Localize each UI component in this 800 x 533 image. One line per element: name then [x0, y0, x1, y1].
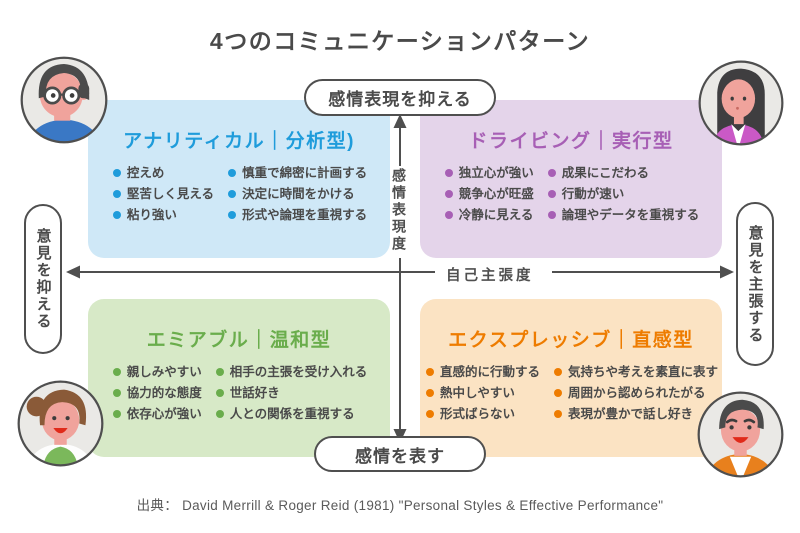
bullet-dot-icon — [112, 190, 121, 198]
trait-label: 人との関係を重視する — [229, 407, 355, 421]
quadrant-driving: ドライビング｜実行型 独立心が強い 競争心が旺盛 冷静に見える 成果にこだわる … — [420, 100, 722, 258]
trait-label: 成果にこだわる — [561, 166, 650, 180]
trait-label: 相手の主張を受け入れる — [229, 365, 368, 379]
trait-item: 堅苦しく見える — [112, 187, 215, 201]
trait-item: 成果にこだわる — [547, 166, 700, 180]
bullet-dot-icon — [228, 190, 237, 198]
bullet-dot-icon — [112, 211, 121, 219]
bullet-dot-icon — [547, 169, 556, 177]
trait-label: 冷静に見える — [458, 208, 534, 222]
quadrant-expressive-title: エクスプレッシブ｜直感型 — [448, 330, 694, 351]
bullet-dot-icon — [554, 410, 562, 418]
trait-item: 親しみやすい — [112, 365, 202, 379]
quadrant-amiable: エミアブル｜温和型 親しみやすい 協力的な態度 依存心が強い 相手の主張を受け入… — [88, 299, 390, 457]
bullet-dot-icon — [554, 368, 562, 376]
bullet-dot-icon — [112, 389, 121, 397]
trait-item: 気持ちや考えを素直に表す — [554, 365, 718, 379]
trait-label: 堅苦しく見える — [126, 187, 215, 201]
bullet-dot-icon — [425, 368, 434, 376]
page-title: 4つのコミュニケーションパターン — [209, 28, 591, 54]
quadrant-driving-title: ドライビング｜実行型 — [468, 131, 674, 152]
trait-item: 直感的に行動する — [425, 365, 540, 379]
trait-label: 粘り強い — [126, 208, 177, 222]
trait-item: 慎重で綿密に計画する — [228, 166, 367, 180]
trait-item: 決定に時間をかける — [228, 187, 367, 201]
axis-bubble-suppress-opinion: 意見を抑える — [24, 204, 62, 354]
bullet-dot-icon — [554, 389, 562, 397]
trait-item: 依存心が強い — [112, 407, 202, 421]
trait-label: 控えめ — [126, 166, 165, 180]
avatar-analytical-man-glasses — [19, 55, 109, 145]
trait-label: 行動が速い — [561, 187, 625, 201]
trait-item: 周囲から認められたがる — [554, 386, 718, 400]
bullet-dot-icon — [112, 368, 121, 376]
quadrant-expressive-traits: 直感的に行動する 熱中しやすい 形式ばらない 気持ちや考えを素直に表す 周囲から… — [420, 352, 722, 421]
avatar-expressive-man-orange — [696, 390, 785, 479]
trait-label: 形式ばらない — [439, 407, 515, 421]
trait-label: 周囲から認められたがる — [568, 386, 706, 400]
bullet-dot-icon — [425, 389, 434, 397]
trait-item: 冷静に見える — [444, 208, 534, 222]
trait-item: 独立心が強い — [444, 166, 534, 180]
trait-label: 親しみやすい — [126, 365, 202, 379]
trait-item: 表現が豊かで話し好き — [554, 407, 718, 421]
horizontal-axis-name: 自己主張度 — [446, 268, 534, 284]
trait-label: 協力的な態度 — [126, 386, 202, 400]
trait-item: 世話好き — [215, 386, 368, 400]
trait-item: 形式や論理を重視する — [228, 208, 367, 222]
trait-item: 行動が速い — [547, 187, 700, 201]
bullet-dot-icon — [228, 211, 237, 219]
arrowhead-up-icon — [393, 114, 407, 128]
trait-item: 論理やデータを重視する — [547, 208, 700, 222]
trait-label: 表現が豊かで話し好き — [568, 407, 694, 421]
axis-bubble-express-emotion: 感情を表す — [314, 436, 486, 472]
bullet-dot-icon — [444, 190, 453, 198]
bullet-dot-icon — [444, 169, 453, 177]
source-citation: 出典： David Merrill & Roger Reid (1981) "P… — [136, 498, 664, 513]
bullet-dot-icon — [425, 410, 434, 418]
quadrant-analytical-title: アナリティカル｜分析型) — [123, 131, 355, 152]
trait-label: 決定に時間をかける — [242, 187, 355, 201]
trait-item: 協力的な態度 — [112, 386, 202, 400]
bullet-dot-icon — [547, 190, 556, 198]
bullet-dot-icon — [228, 169, 237, 177]
trait-label: 熱中しやすい — [439, 386, 515, 400]
trait-item: 粘り強い — [112, 208, 214, 222]
trait-item: 控えめ — [112, 166, 214, 180]
axis-bubble-assert-opinion: 意見を主張する — [736, 202, 774, 366]
bullet-dot-icon — [215, 389, 224, 397]
bullet-dot-icon — [112, 410, 121, 418]
trait-label: 世話好き — [229, 386, 280, 400]
bullet-dot-icon — [444, 211, 453, 219]
trait-label: 形式や論理を重視する — [242, 208, 368, 222]
trait-label: 直感的に行動する — [439, 365, 540, 379]
axis-bubble-suppress-emotion: 感情表現を抑える — [304, 79, 496, 116]
quadrant-expressive: エクスプレッシブ｜直感型 直感的に行動する 熱中しやすい 形式ばらない 気持ちや… — [420, 299, 722, 457]
trait-label: 独立心が強い — [458, 166, 534, 180]
vertical-axis-name: 感情表現度 — [391, 168, 407, 253]
quadrant-driving-traits: 独立心が強い 競争心が旺盛 冷静に見える 成果にこだわる 行動が速い 論理やデー… — [420, 153, 722, 222]
avatar-driving-woman-long-hair — [697, 59, 785, 147]
quadrant-analytical: アナリティカル｜分析型) 控えめ 堅苦しく見える 粘り強い 慎重で綿密に計画する… — [88, 100, 390, 258]
trait-label: 依存心が強い — [126, 407, 202, 421]
trait-label: 競争心が旺盛 — [458, 187, 534, 201]
arrowhead-left-icon — [66, 265, 80, 279]
trait-label: 慎重で綿密に計画する — [242, 166, 368, 180]
trait-item: 相手の主張を受け入れる — [215, 365, 368, 379]
trait-item: 熱中しやすい — [425, 386, 540, 400]
trait-item: 形式ばらない — [425, 407, 540, 421]
trait-item: 競争心が旺盛 — [444, 187, 534, 201]
bullet-dot-icon — [215, 410, 224, 418]
quadrant-analytical-traits: 控えめ 堅苦しく見える 粘り強い 慎重で綿密に計画する 決定に時間をかける 形式… — [88, 153, 390, 222]
trait-label: 論理やデータを重視する — [561, 208, 700, 222]
avatar-amiable-woman-bun — [16, 379, 105, 468]
bullet-dot-icon — [547, 211, 556, 219]
arrowhead-right-icon — [720, 265, 734, 279]
quadrant-amiable-title: エミアブル｜温和型 — [146, 330, 332, 351]
bullet-dot-icon — [215, 368, 224, 376]
trait-item: 人との関係を重視する — [215, 407, 368, 421]
bullet-dot-icon — [112, 169, 121, 177]
trait-label: 気持ちや考えを素直に表す — [568, 365, 719, 379]
quadrant-amiable-traits: 親しみやすい 協力的な態度 依存心が強い 相手の主張を受け入れる 世話好き 人と… — [88, 352, 390, 421]
